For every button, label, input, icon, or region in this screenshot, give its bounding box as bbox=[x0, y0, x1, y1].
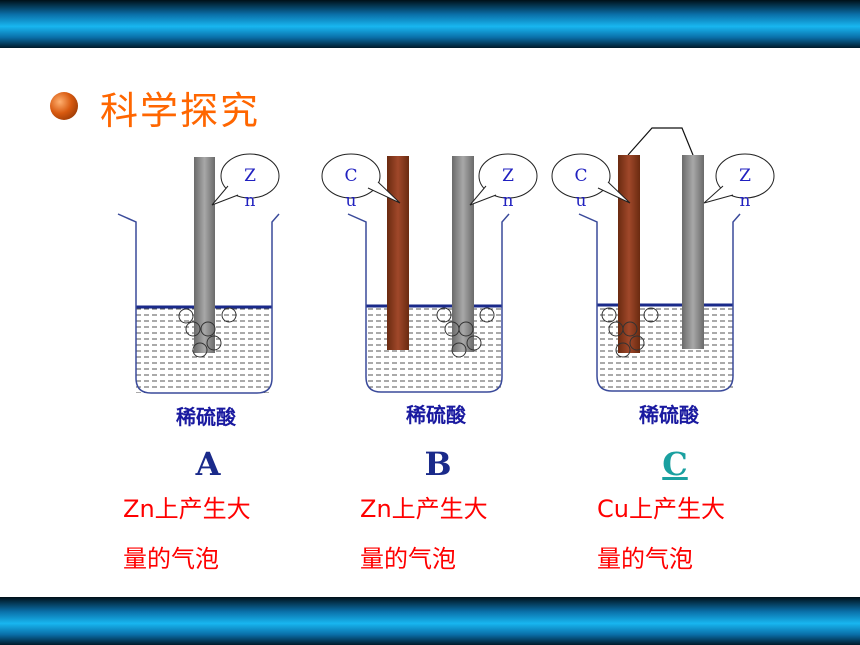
copper-rod-c bbox=[618, 155, 640, 353]
callout-zn-b: Z n bbox=[469, 153, 538, 211]
bubbles-b bbox=[436, 307, 495, 358]
callout-cu-b: C u bbox=[321, 153, 401, 211]
observation-a-line1: Zn上产生大 bbox=[123, 495, 251, 523]
beaker-a: Z n bbox=[117, 153, 280, 394]
bullet-ball-icon bbox=[50, 92, 78, 120]
callout-zn-a: Z n bbox=[211, 153, 280, 211]
label-cu-top-b: C bbox=[344, 166, 357, 186]
label-zn-top-a: Z bbox=[244, 166, 256, 186]
beaker-c: C u Z n bbox=[551, 127, 775, 392]
beaker-b: C u Z n bbox=[321, 153, 538, 393]
acid-solution-c bbox=[597, 305, 733, 391]
page-title: 科学探究 bbox=[100, 89, 261, 133]
observation-c-line1: Cu上产生大 bbox=[597, 495, 725, 523]
label-cu-bottom-b: u bbox=[346, 191, 357, 211]
label-zn-top-c: Z bbox=[739, 166, 751, 186]
connecting-wire-c bbox=[627, 127, 694, 156]
beaker-glass-c bbox=[578, 213, 741, 392]
experiment-letter-b: B bbox=[424, 445, 452, 483]
callout-zn-c: Z n bbox=[703, 153, 775, 211]
observation-b-line2: 量的气泡 bbox=[360, 545, 456, 573]
bubbles-c bbox=[601, 307, 659, 358]
zinc-rod-c bbox=[682, 155, 704, 349]
bottom-banner bbox=[0, 597, 860, 645]
zinc-rod-b bbox=[452, 156, 474, 352]
solution-label-b: 稀硫酸 bbox=[406, 403, 466, 427]
label-zn-bottom-a: n bbox=[245, 191, 256, 211]
label-zn-bottom-b: n bbox=[503, 191, 514, 211]
copper-rod-b bbox=[387, 156, 409, 350]
experiment-letter-c-answer[interactable]: C bbox=[662, 445, 688, 483]
experiment-letter-a: A bbox=[195, 445, 221, 483]
beaker-glass-a bbox=[117, 213, 280, 394]
callout-cu-c: C u bbox=[551, 153, 631, 211]
observation-a-line2: 量的气泡 bbox=[123, 545, 219, 573]
observation-b-line1: Zn上产生大 bbox=[360, 495, 488, 523]
observation-c-line2: 量的气泡 bbox=[597, 545, 693, 573]
zinc-rod-a bbox=[194, 157, 215, 353]
bubbles-a bbox=[178, 307, 237, 358]
beaker-glass-b bbox=[347, 213, 510, 393]
solution-label-a: 稀硫酸 bbox=[176, 405, 236, 429]
label-cu-bottom-c: u bbox=[576, 191, 587, 211]
observation-a: Zn上产生大 量的气泡 bbox=[123, 484, 303, 584]
observation-b: Zn上产生大 量的气泡 bbox=[360, 484, 540, 584]
top-banner bbox=[0, 0, 860, 48]
label-cu-top-c: C bbox=[574, 166, 587, 186]
label-zn-top-b: Z bbox=[502, 166, 514, 186]
solution-label-c: 稀硫酸 bbox=[639, 403, 699, 427]
observation-c: Cu上产生大 量的气泡 bbox=[597, 484, 777, 584]
label-zn-bottom-c: n bbox=[740, 191, 751, 211]
